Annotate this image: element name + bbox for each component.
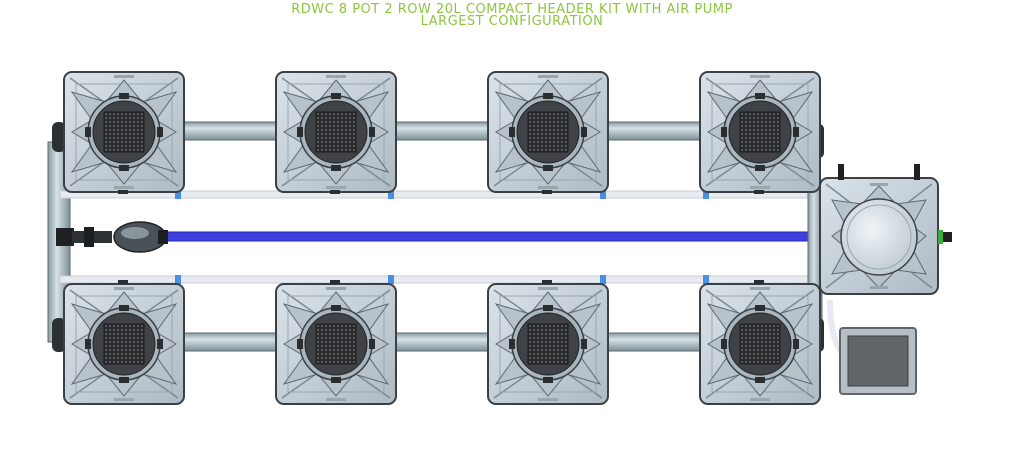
pot-7 bbox=[487, 283, 609, 405]
pot-5 bbox=[63, 283, 185, 405]
pot-3 bbox=[487, 71, 609, 193]
control-bucket bbox=[819, 164, 952, 295]
pot-clips bbox=[118, 190, 764, 284]
pot-6 bbox=[275, 283, 397, 405]
pot-8 bbox=[699, 283, 821, 405]
pot-2 bbox=[275, 71, 397, 193]
diagram-title-line1: RDWC 8 POT 2 ROW 20L COMPACT HEADER KIT … bbox=[291, 2, 733, 17]
left-elbow-top bbox=[52, 122, 66, 152]
diagram-title-line2: LARGEST CONFIGURATION bbox=[420, 14, 604, 29]
pot-1 bbox=[63, 71, 185, 193]
pot-4 bbox=[699, 71, 821, 193]
drip-connectors bbox=[175, 190, 709, 284]
air-pump bbox=[839, 327, 917, 395]
left-elbow-bottom bbox=[52, 318, 66, 352]
inline-pump bbox=[56, 221, 168, 253]
air-line bbox=[164, 231, 816, 242]
